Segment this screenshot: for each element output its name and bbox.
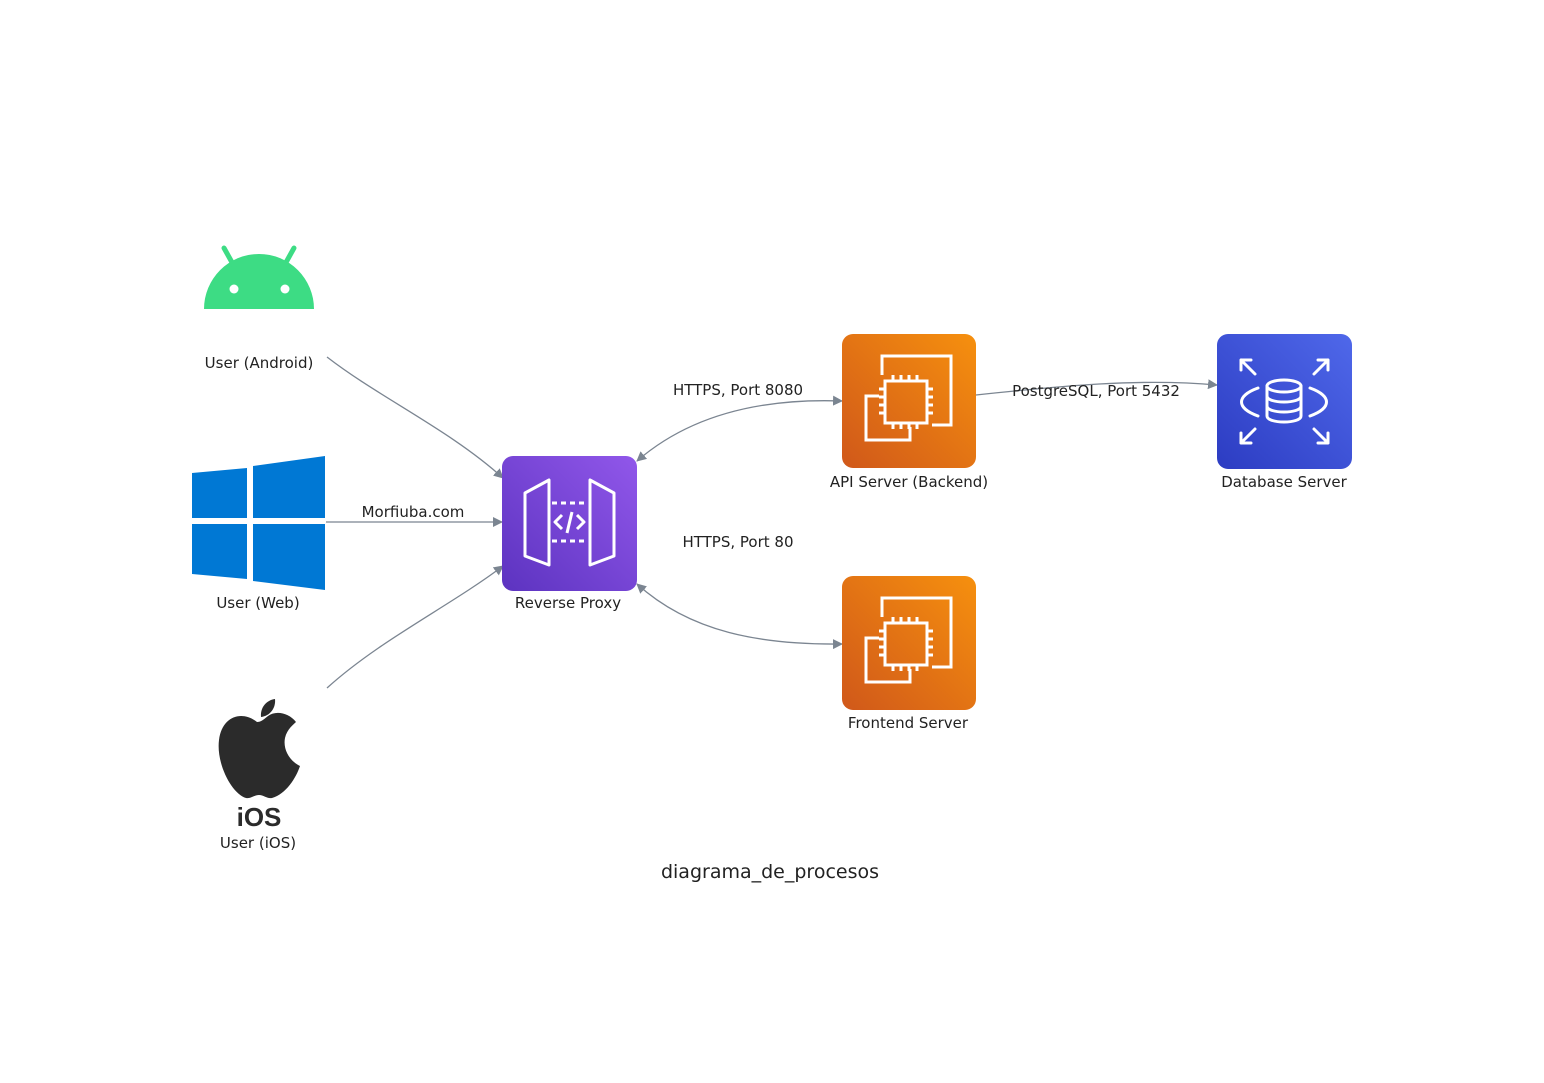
ios-wordmark: iOS [237,802,282,832]
label-reverse-proxy: Reverse Proxy [515,594,621,612]
edge-ios-proxy [326,565,504,689]
label-database-server: Database Server [1221,473,1347,491]
label-user-web: User (Web) [216,594,299,612]
edge-proxy-api: HTTPS, Port 8080 [636,381,843,462]
edge-label-https-8080: HTTPS, Port 8080 [673,381,803,399]
edge-android-proxy [326,356,504,479]
edge-label-postgresql: PostgreSQL, Port 5432 [1012,382,1180,400]
edge-label-domain: Morfiuba.com [362,503,465,521]
windows-icon [192,456,325,590]
label-user-ios: User (iOS) [220,834,296,852]
edge-web-proxy: Morfiuba.com [326,503,503,527]
api-gateway-icon [523,478,616,567]
node-user-web: User (Web) [192,456,325,612]
edge-proxy-frontend: HTTPS, Port 80 [636,533,843,650]
android-icon [204,245,314,309]
label-api-server: API Server (Backend) [830,473,988,491]
edge-label-https-80: HTTPS, Port 80 [682,533,793,551]
node-user-android: User (Android) [204,245,314,372]
rds-database-icon [1239,358,1330,445]
edge-api-db: PostgreSQL, Port 5432 [975,379,1218,400]
node-api-server: API Server (Backend) [830,334,988,491]
diagram-title: diagrama_de_procesos [661,861,879,883]
node-frontend-server: Frontend Server [842,576,976,732]
label-user-android: User (Android) [205,354,314,372]
label-frontend-server: Frontend Server [848,714,969,732]
node-user-ios: iOS User (iOS) [218,699,300,852]
node-database-server: Database Server [1217,334,1352,491]
node-reverse-proxy: Reverse Proxy [502,456,637,612]
apple-ios-icon: iOS [218,699,300,832]
